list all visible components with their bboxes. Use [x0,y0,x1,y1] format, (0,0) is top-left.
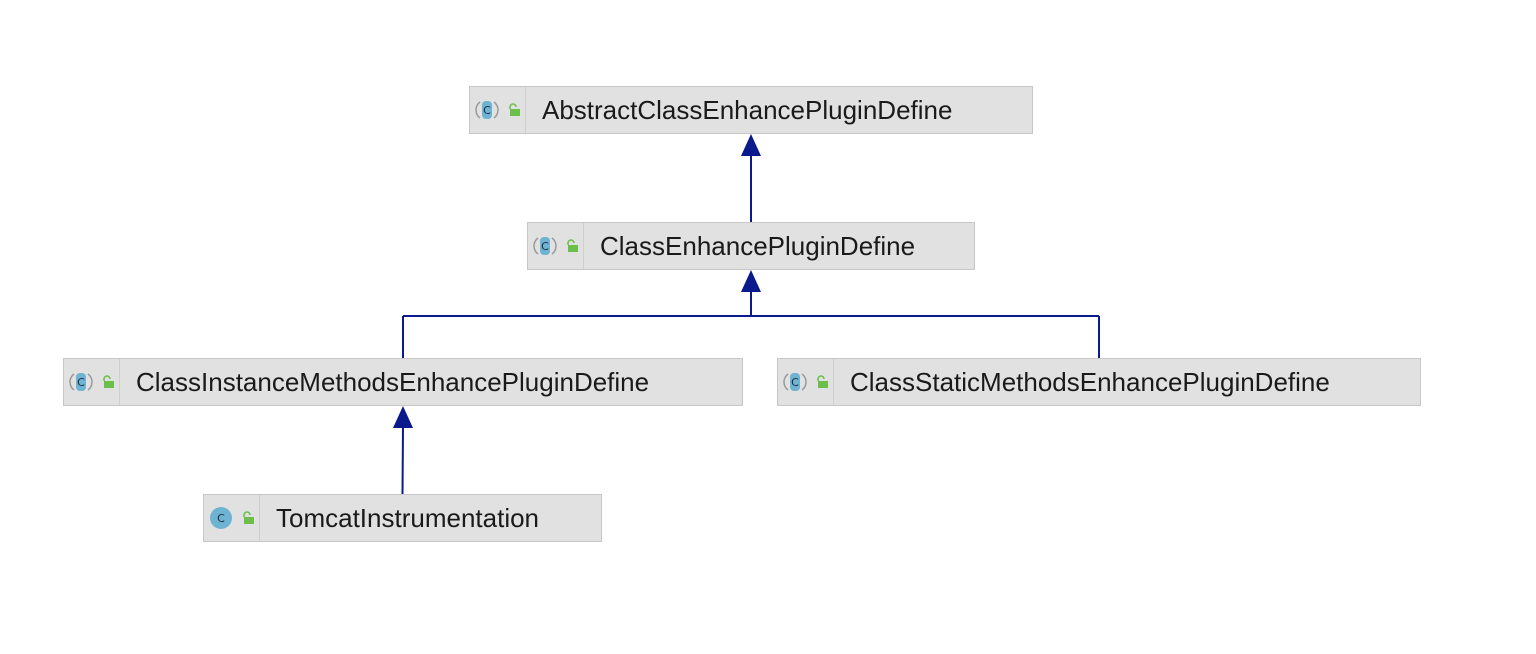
abstract-class-icon: C [532,237,557,255]
public-lock-icon [242,511,254,524]
node-label: ClassEnhancePluginDefine [600,230,916,261]
node-label: ClassStaticMethodsEnhancePluginDefine [850,366,1330,397]
node-tomcat-instrumentation[interactable]: C TomcatInstrumentation [203,494,602,542]
abstract-class-icon: C [782,373,807,391]
abstract-class-icon: C [474,101,499,119]
svg-text:C: C [541,240,549,253]
svg-text:C: C [791,376,799,389]
node-icons: C [204,495,260,541]
inheritance-arrowhead [393,406,413,428]
public-lock-icon [508,103,520,116]
node-label: ClassInstanceMethodsEnhancePluginDefine [136,366,650,397]
inheritance-arrowhead [741,134,761,156]
inheritance-arrowhead [741,270,761,292]
svg-text:C: C [217,512,225,525]
node-abstract-class-enhance-plugin-define[interactable]: C AbstractClassEnhancePluginDefine [469,86,1033,134]
svg-text:C: C [483,104,491,117]
node-icons: C [778,359,834,405]
public-lock-icon [566,239,578,252]
node-class-enhance-plugin-define[interactable]: C ClassEnhancePluginDefine [527,222,975,270]
inheritance-edge [401,425,404,495]
node-icons: C [64,359,120,405]
node-class-instance-methods-enhance-plugin-define[interactable]: C ClassInstanceMethodsEnhancePluginDefin… [63,358,743,406]
public-lock-icon [102,375,114,388]
node-label: AbstractClassEnhancePluginDefine [542,94,953,125]
node-icons: C [528,223,584,269]
node-label: TomcatInstrumentation [276,502,540,533]
public-lock-icon [816,375,828,388]
class-icon: C [209,507,232,529]
node-class-static-methods-enhance-plugin-define[interactable]: C ClassStaticMethodsEnhancePluginDefine [777,358,1421,406]
node-icons: C [470,87,526,133]
abstract-class-icon: C [68,373,93,391]
svg-text:C: C [77,376,85,389]
